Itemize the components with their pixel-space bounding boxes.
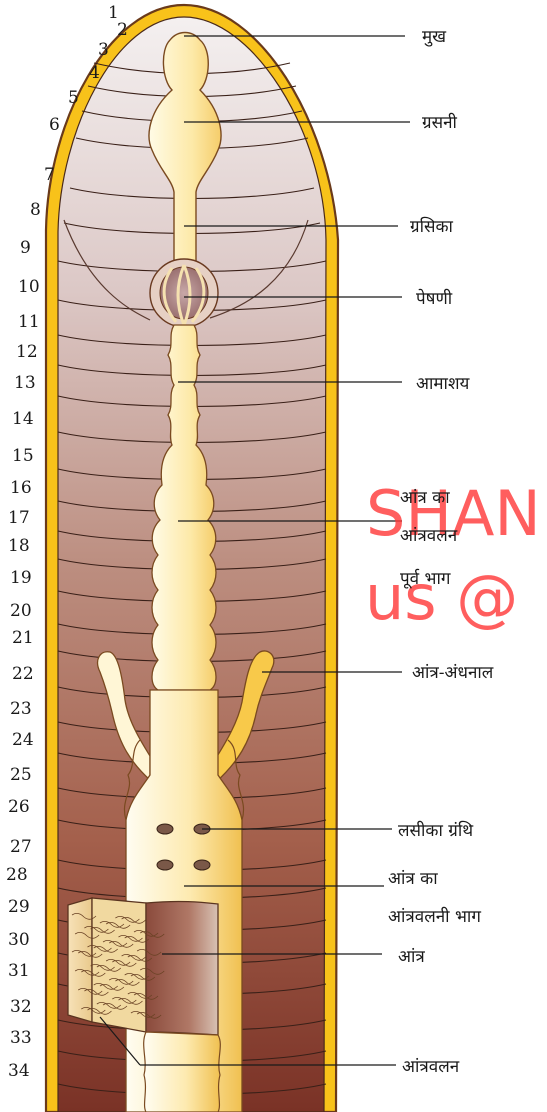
segment-number: 10 (18, 277, 40, 297)
segment-number: 12 (16, 342, 38, 362)
label-mouth: मुख (422, 27, 447, 47)
segment-number: 13 (14, 373, 36, 393)
segment-number: 33 (10, 1028, 32, 1048)
segment-number: 30 (8, 930, 30, 950)
segment-number: 17 (8, 508, 30, 528)
segment-number: 25 (10, 765, 32, 785)
segment-number: 6 (49, 115, 60, 135)
label-intestinal-caeca: आंत्र-अंधनाल (412, 663, 494, 683)
segment-number: 21 (12, 628, 34, 648)
segment-number: 20 (10, 601, 32, 621)
segment-number: 22 (12, 664, 34, 684)
segment-number: 24 (12, 730, 34, 750)
label-typhlosole: आंत्रवलन (402, 1057, 460, 1077)
segment-number: 28 (6, 865, 28, 885)
label-intestine: आंत्र (398, 947, 425, 967)
label-typhlosolar-line2: आंत्रवलनी भाग (388, 906, 481, 927)
segment-number: 31 (8, 961, 30, 981)
label-typhlosolar-line1: आंत्र का (388, 869, 438, 889)
segment-number: 27 (10, 837, 32, 857)
label-pre-typhlosolar-line3: पूर्व भाग (400, 568, 451, 589)
segment-number: 4 (89, 63, 100, 83)
segment-number: 19 (10, 568, 32, 588)
label-stomach: आमाशय (416, 374, 471, 394)
segment-number: 15 (12, 446, 34, 466)
segment-number: 18 (8, 536, 30, 556)
label-pre-typhlosolar-line2: आंत्रवलन (400, 526, 458, 546)
intestine-posterior (144, 1032, 221, 1112)
segment-number: 16 (10, 478, 32, 498)
label-pre-typhlosolar-line1: आंत्र का (400, 488, 450, 508)
segment-number: 7 (44, 165, 55, 185)
segment-number: 26 (8, 797, 30, 817)
segment-number: 32 (10, 997, 32, 1017)
segment-number: 9 (20, 238, 31, 258)
segment-number: 5 (68, 88, 79, 108)
label-oesophagus: ग्रसिका (410, 216, 454, 237)
gizzard (150, 259, 218, 327)
label-lymph-glands: लसीका ग्रंथि (398, 820, 474, 841)
segment-number: 14 (12, 409, 34, 429)
label-pharynx: ग्रसनी (422, 112, 458, 133)
segment-number: 2 (117, 20, 128, 40)
segment-number: 34 (8, 1061, 30, 1081)
segment-number: 23 (10, 699, 32, 719)
segment-number: 11 (18, 312, 40, 332)
label-gizzard: पेषणी (416, 288, 453, 309)
segment-number: 3 (98, 40, 109, 60)
segment-number: 8 (30, 200, 41, 220)
segment-number: 29 (8, 897, 30, 917)
intestine-cut-section (68, 898, 218, 1035)
